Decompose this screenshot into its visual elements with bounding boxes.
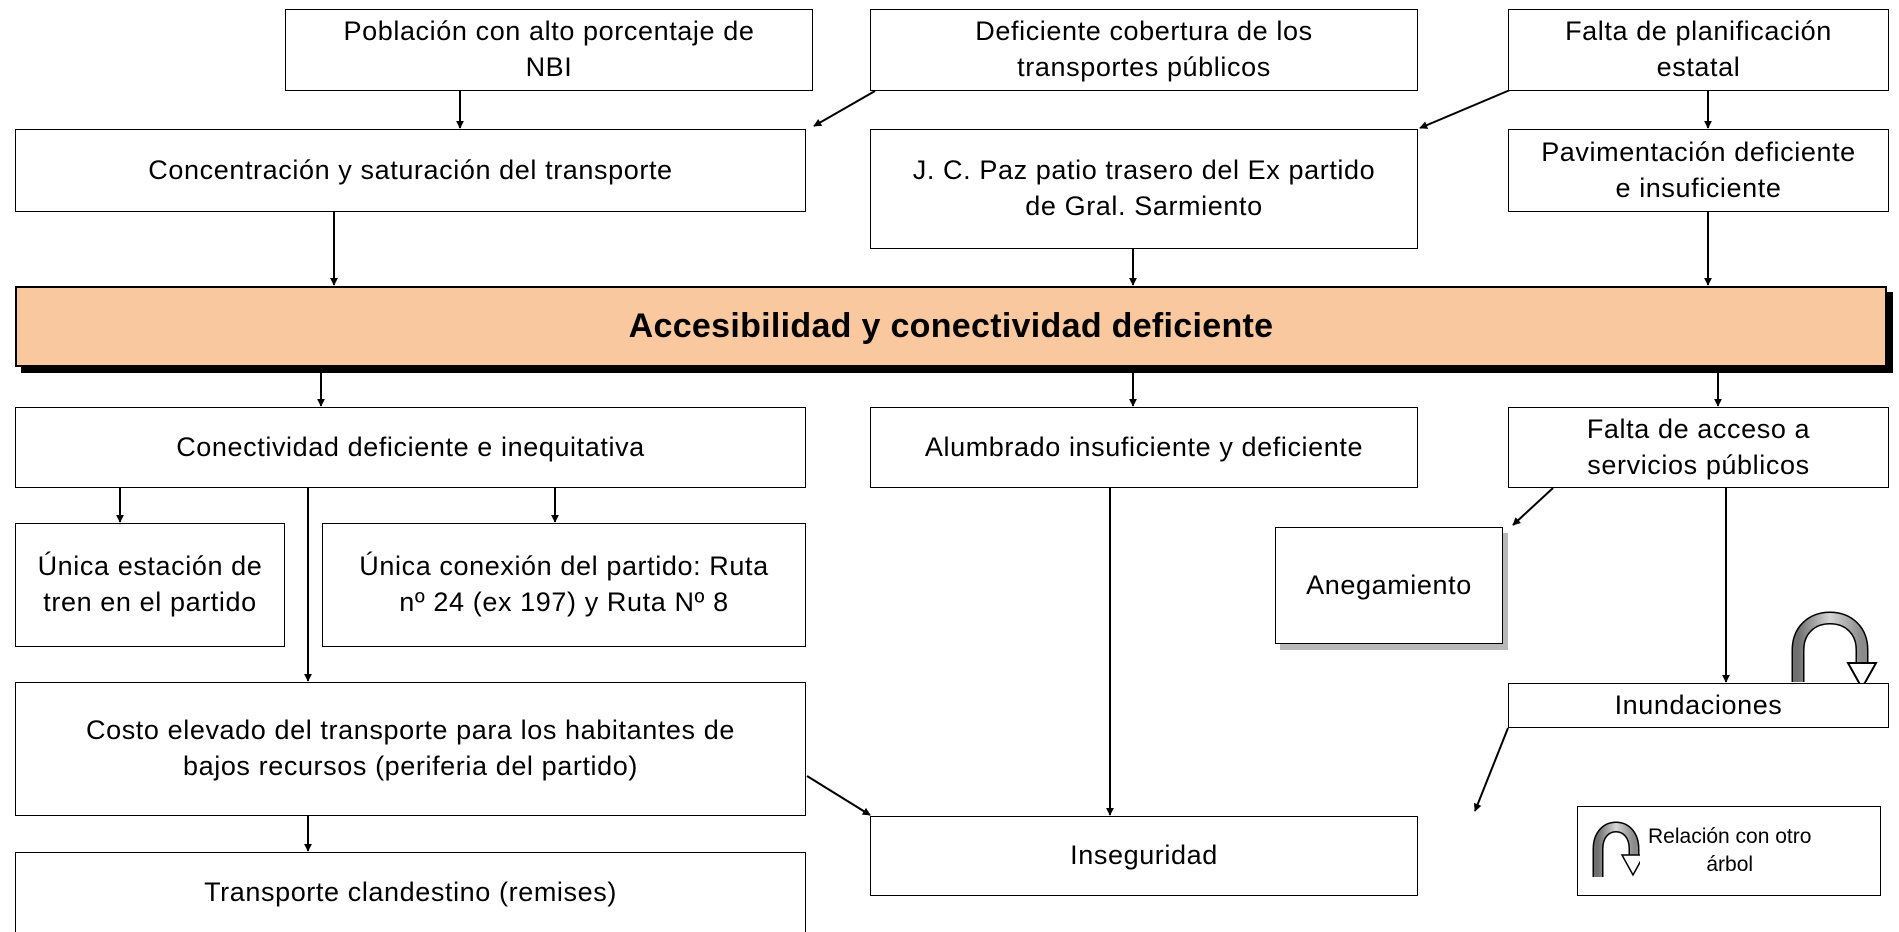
node-pavimentacion: Pavimentación deficiente e insuficiente bbox=[1508, 129, 1889, 212]
node-text-line: Alumbrado insuficiente y deficiente bbox=[924, 431, 1364, 462]
node-text-line: servicios públicos bbox=[1587, 449, 1810, 480]
node-anegamiento: Anegamiento bbox=[1275, 527, 1503, 644]
node-jc-paz: J. C. Paz patio trasero del Ex partido de… bbox=[870, 129, 1418, 249]
arrow-inundaciones-to-inseguridad bbox=[1473, 727, 1509, 812]
node-text-line: estatal bbox=[1656, 52, 1741, 82]
node-unica-conexion: Única conexión del partido: Ruta nº 24 (e… bbox=[322, 523, 806, 647]
node-text-line: NBI bbox=[525, 52, 573, 82]
core-problem-label: Accesibilidad y conectividad deficiente bbox=[628, 306, 1274, 345]
arrow-falta-acceso-to-anegamiento bbox=[1512, 487, 1554, 526]
related-tree-loop-icon bbox=[1791, 611, 1878, 691]
node-text-line: e insuficiente bbox=[1615, 172, 1782, 203]
node-text-line: J. C. Paz patio trasero del Ex partido bbox=[912, 155, 1376, 186]
node-text-line: Población con alto porcentaje de bbox=[343, 16, 755, 47]
node-deficiente-cobertura: Deficiente cobertura de los transportes p… bbox=[870, 9, 1418, 91]
node-costo-elevado: Costo elevado del transporte para los ha… bbox=[15, 682, 806, 816]
node-text-line: Inseguridad bbox=[1070, 840, 1218, 871]
arrow-costo-to-inseguridad bbox=[806, 775, 871, 816]
node-text-line: Pavimentación deficiente bbox=[1541, 136, 1856, 167]
core-problem: Accesibilidad y conectividad deficiente bbox=[15, 286, 1887, 367]
node-conectividad: Conectividad deficiente e inequitativa bbox=[15, 407, 806, 488]
node-transporte-clandestino: Transporte clandestino (remises) bbox=[15, 852, 806, 932]
node-text-line: Única conexión del partido: Ruta bbox=[359, 551, 769, 582]
node-unica-estacion: Única estación de tren en el partido bbox=[15, 523, 285, 647]
node-falta-planificacion: Falta de planificación estatal bbox=[1508, 9, 1889, 91]
node-text-line: Única estación de bbox=[37, 551, 263, 582]
node-inseguridad: Inseguridad bbox=[870, 816, 1418, 896]
node-text-line: Falta de planificación bbox=[1565, 16, 1832, 47]
node-text-line: Anegamiento bbox=[1306, 569, 1472, 600]
arrow-planificacion-to-jcpaz bbox=[1419, 89, 1511, 129]
node-text-line: de Gral. Sarmiento bbox=[1025, 191, 1263, 221]
node-text-line: bajos recursos (periferia del partido) bbox=[182, 751, 638, 781]
node-text-line: transportes públicos bbox=[1017, 52, 1271, 82]
node-concentracion: Concentración y saturación del transport… bbox=[15, 129, 806, 212]
node-text-line: Conectividad deficiente e inequitativa bbox=[176, 431, 645, 462]
node-poblacion-nbi: Población con alto porcentaje de NBI bbox=[285, 9, 813, 91]
node-text-line: tren en el partido bbox=[43, 587, 257, 617]
node-inundaciones: Inundaciones bbox=[1508, 683, 1889, 728]
legend-box: Relación con otro árbol bbox=[1577, 806, 1881, 896]
legend-text-line: Relación con otro bbox=[1648, 824, 1812, 848]
node-text-line: Deficiente cobertura de los bbox=[975, 16, 1313, 47]
node-alumbrado: Alumbrado insuficiente y deficiente bbox=[870, 407, 1418, 488]
arrow-cobertura-to-concentracion bbox=[813, 90, 876, 127]
legend-text-line: árbol bbox=[1706, 853, 1754, 876]
node-text-line: Inundaciones bbox=[1614, 689, 1783, 720]
node-text-line: Concentración y saturación del transport… bbox=[148, 154, 673, 185]
node-text-line: nº 24 (ex 197) y Ruta Nº 8 bbox=[399, 587, 729, 617]
node-text-line: Costo elevado del transporte para los ha… bbox=[85, 715, 735, 746]
node-text-line: Falta de acceso a bbox=[1586, 413, 1811, 444]
node-falta-acceso: Falta de acceso a servicios públicos bbox=[1508, 407, 1889, 488]
node-text-line: Transporte clandestino (remises) bbox=[204, 876, 617, 907]
legend-loop-icon bbox=[1592, 821, 1640, 877]
